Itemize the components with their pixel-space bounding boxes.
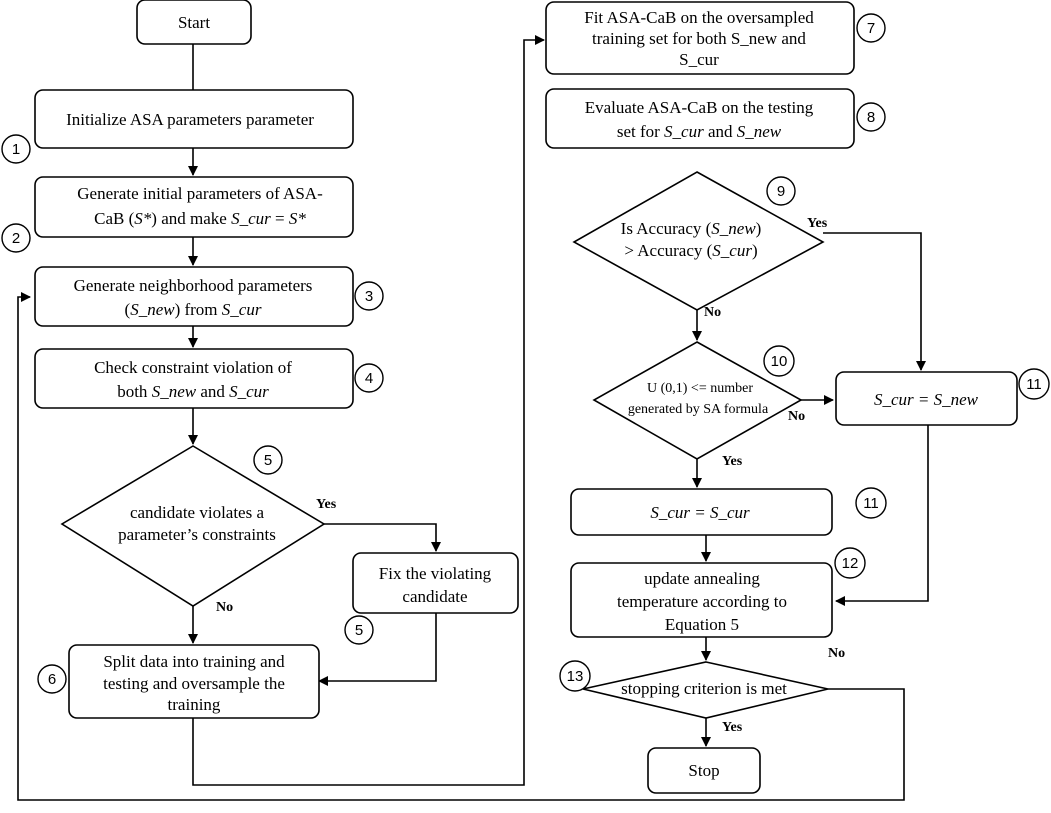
stopping-label: stopping criterion is met	[621, 679, 787, 698]
fix-candidate-box	[352, 552, 519, 614]
step-number-8: 8	[867, 109, 875, 126]
split-data-box	[68, 644, 320, 719]
generate-initial-line2: CaB (S*) and make S_cur = S*	[94, 209, 306, 228]
accuracy-line1: Is Accuracy (S_new)	[621, 219, 762, 238]
yes-label-uniform: Yes	[722, 454, 743, 469]
start-node	[136, 0, 252, 45]
step-circle-11a	[1018, 368, 1050, 400]
step-circle-7	[856, 13, 886, 43]
yes-label-violates: Yes	[316, 497, 337, 512]
generate-neighbor-box	[34, 266, 354, 327]
uniform-line1: U (0,1) <= number	[647, 381, 753, 396]
no-label-accuracy: No	[704, 305, 721, 320]
connectors	[17, 35, 929, 801]
check-constraint-line1: Check constraint violation of	[94, 358, 292, 377]
check-constraint-box	[34, 348, 354, 409]
step-number-1: 1	[12, 141, 20, 158]
evaluate-line1: Evaluate ASA-CaB on the testing	[585, 98, 814, 117]
init-label: Initialize ASA parameters parameter	[66, 110, 314, 129]
accuracy-decision	[572, 171, 825, 311]
fit-line3: S_cur	[679, 50, 719, 69]
step-circle-4	[354, 363, 384, 393]
start-label: Start	[178, 13, 210, 32]
update-line1: update annealing	[644, 569, 760, 588]
update-line3: Equation 5	[665, 615, 739, 634]
step-circle-13	[559, 660, 591, 692]
connector-fix-split	[318, 613, 437, 686]
uniform-line2: generated by SA formula	[628, 402, 769, 417]
update-box	[570, 562, 833, 638]
update-line2: temperature according to	[617, 592, 787, 611]
stop-label: Stop	[688, 761, 719, 780]
step-circle-3	[354, 281, 384, 311]
step-number-3: 3	[365, 288, 373, 305]
evaluate-line2: set for S_cur and S_new	[617, 122, 782, 141]
connector-assign-new-update	[835, 425, 929, 606]
step-number-4: 4	[365, 370, 373, 387]
step-number-11a: 11	[1026, 376, 1042, 393]
step-number-10: 10	[771, 353, 788, 370]
fit-box	[545, 1, 855, 75]
step-circle-5a	[253, 445, 283, 475]
stop-node	[647, 747, 761, 794]
step-number-5b: 5	[355, 622, 363, 639]
fit-line2: training set for both S_new and	[592, 29, 806, 48]
step-number-7: 7	[867, 20, 875, 37]
split-data-line3: training	[168, 695, 221, 714]
step-number-9: 9	[777, 183, 785, 200]
step-number-12: 12	[842, 555, 859, 572]
step-circle-2	[1, 223, 31, 253]
step-number-2: 2	[12, 230, 20, 247]
split-data-line2: testing and oversample the	[103, 674, 285, 693]
connector-accuracy-yes	[823, 232, 926, 371]
fix-candidate-line2: candidate	[402, 587, 467, 606]
init-box	[34, 89, 354, 149]
step-number-13: 13	[567, 668, 584, 685]
step-circle-10	[763, 345, 795, 377]
generate-initial-line1: Generate initial parameters of ASA-	[77, 184, 323, 203]
violates-decision	[60, 445, 326, 607]
stopping-decision	[582, 661, 829, 719]
fix-candidate-line1: Fix the violating	[379, 564, 492, 583]
uniform-decision	[592, 341, 803, 460]
no-label-uniform: No	[788, 409, 805, 424]
generate-neighbor-line2: (S_new) from S_cur	[125, 300, 262, 319]
step-circle-5b	[344, 615, 374, 645]
yes-label-accuracy: Yes	[807, 216, 828, 231]
connector-violates-fix	[324, 523, 441, 552]
step-circle-6	[37, 664, 67, 694]
step-number-11b: 11	[863, 495, 879, 512]
fit-line1: Fit ASA-CaB on the oversampled	[584, 8, 814, 27]
assign-new-box	[835, 371, 1018, 426]
step-markers: 1 2 3 4 5 5 6 7 8 9 10 11 11 12 13	[1, 13, 1050, 694]
step-circle-11b	[855, 487, 887, 519]
violates-line2: parameter’s constraints	[118, 525, 276, 544]
step-circle-9	[766, 176, 796, 206]
check-constraint-line2: both S_new and S_cur	[117, 382, 269, 401]
no-label-stopping: No	[828, 646, 845, 661]
assign-cur-label: S_cur = S_cur	[650, 503, 750, 522]
generate-initial-box	[34, 176, 354, 238]
connector-split-fit	[192, 35, 545, 786]
violates-line1: candidate violates a	[130, 503, 265, 522]
step-circle-8	[856, 102, 886, 132]
step-number-5a: 5	[264, 452, 272, 469]
yes-label-stopping: Yes	[722, 720, 743, 735]
no-label-violates: No	[216, 600, 233, 615]
step-number-6: 6	[48, 671, 56, 688]
connector-loop-back	[17, 292, 905, 801]
accuracy-line2: > Accuracy (S_cur)	[624, 241, 757, 260]
split-data-line1: Split data into training and	[103, 652, 285, 671]
step-circle-12	[834, 547, 866, 579]
generate-neighbor-line1: Generate neighborhood parameters	[74, 276, 313, 295]
evaluate-box	[545, 88, 855, 149]
assign-new-label: S_cur = S_new	[874, 390, 979, 409]
step-circle-1	[1, 134, 31, 164]
assign-cur-box	[570, 488, 833, 536]
